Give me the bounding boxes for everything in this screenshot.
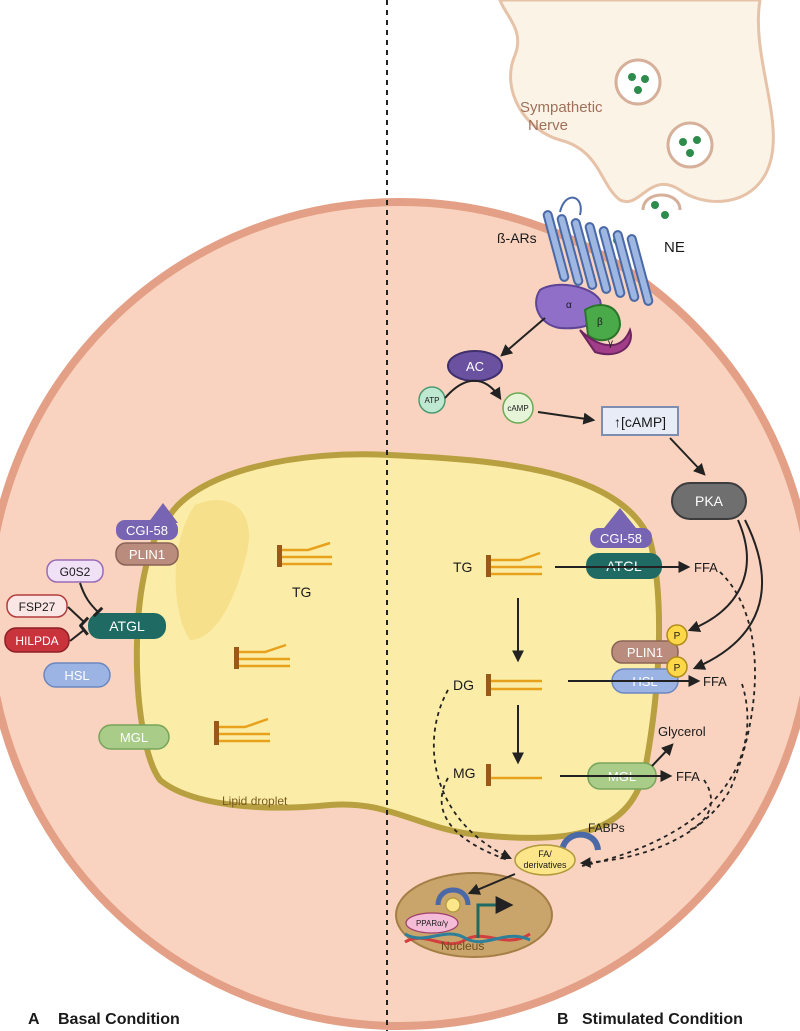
panel-b-letter: B — [557, 1011, 569, 1028]
atp-molecule — [418, 386, 446, 414]
svg-text:FA/: FA/ — [538, 849, 552, 859]
svg-text:α: α — [566, 300, 572, 311]
svg-text:HSL: HSL — [64, 668, 89, 683]
panel-a-letter: A — [28, 1011, 40, 1028]
nucleus-label: Nucleus — [441, 939, 484, 953]
fa-derivatives — [514, 844, 576, 876]
ffa-3: FFA — [676, 769, 700, 784]
camp-level-box — [601, 406, 679, 436]
vesicle — [666, 121, 714, 169]
svg-text:P: P — [674, 663, 681, 674]
receptor-label: ß-ARs — [497, 230, 537, 246]
ppar-protein — [405, 912, 459, 934]
svg-text:G0S2: G0S2 — [60, 565, 91, 579]
mg-stim-label: MG — [453, 765, 476, 781]
g0s2-protein — [46, 559, 104, 583]
svg-text:HILPDA: HILPDA — [15, 634, 58, 648]
ppar-ligand — [445, 897, 461, 913]
svg-text:γ: γ — [608, 338, 613, 349]
svg-text:ATP: ATP — [425, 396, 440, 405]
ne-label: NE — [664, 239, 685, 256]
svg-text:PKA: PKA — [695, 493, 724, 509]
atgl-basal — [88, 613, 166, 639]
vesicle — [614, 58, 662, 106]
camp-molecule — [502, 392, 534, 424]
phospho-plin1 — [666, 624, 688, 646]
cgi58-basal — [148, 503, 178, 523]
ffa-1: FFA — [694, 560, 718, 575]
release-vesicle — [641, 193, 682, 211]
dg-stim-molecule — [486, 674, 542, 696]
svg-text:↑[cAMP]: ↑[cAMP] — [614, 414, 666, 430]
plin1-basal — [115, 542, 179, 566]
tg-molecule — [277, 541, 332, 567]
mg-stim-molecule — [486, 764, 542, 786]
svg-text:CGI-58: CGI-58 — [126, 523, 168, 538]
cgi58-basal-box — [116, 520, 178, 540]
svg-text:PPARα/γ: PPARα/γ — [416, 919, 448, 928]
svg-text:FSP27: FSP27 — [19, 600, 56, 614]
svg-text:β: β — [597, 317, 603, 328]
g-protein: α β γ — [535, 283, 632, 356]
ppar-receptor — [435, 887, 471, 906]
svg-text:P: P — [674, 631, 681, 642]
mgl-basal — [98, 724, 170, 750]
fabps-label: FABPs — [588, 821, 625, 835]
nerve-label: Sympathetic Nerve — [520, 99, 607, 134]
dg-molecule — [234, 643, 290, 669]
plin1-stim — [611, 640, 679, 664]
transcription-arrow — [476, 896, 514, 938]
pka-enzyme — [671, 482, 747, 520]
hsl-basal — [43, 662, 111, 688]
svg-text:MGL: MGL — [120, 730, 148, 745]
svg-text:PLIN1: PLIN1 — [627, 645, 663, 660]
lipid-droplet-label: Lipid droplet — [222, 794, 288, 808]
svg-text:PLIN1: PLIN1 — [129, 547, 165, 562]
glycerol-label: Glycerol — [658, 724, 706, 739]
panel-b-title: Stimulated Condition — [582, 1011, 743, 1028]
tg-stim-label: TG — [453, 559, 472, 575]
phospho-hsl — [666, 656, 688, 678]
hilpda-protein — [4, 627, 70, 653]
svg-text:AC: AC — [466, 359, 484, 374]
svg-text:derivatives: derivatives — [523, 860, 567, 870]
mg-molecule — [214, 717, 270, 745]
svg-text:ATGL: ATGL — [109, 618, 145, 634]
tg-label: TG — [292, 584, 311, 600]
fsp27-protein — [6, 594, 68, 618]
cgi58-stim — [590, 528, 652, 548]
tg-stim-molecule — [486, 551, 542, 577]
ffa-2: FFA — [703, 674, 727, 689]
dg-stim-label: DG — [453, 677, 474, 693]
svg-text:cAMP: cAMP — [507, 404, 528, 413]
droplet-highlight — [175, 500, 249, 640]
svg-text:CGI-58: CGI-58 — [600, 531, 642, 546]
beta-adrenergic-receptor — [542, 210, 654, 306]
panel-a-title: Basal Condition — [58, 1011, 180, 1028]
